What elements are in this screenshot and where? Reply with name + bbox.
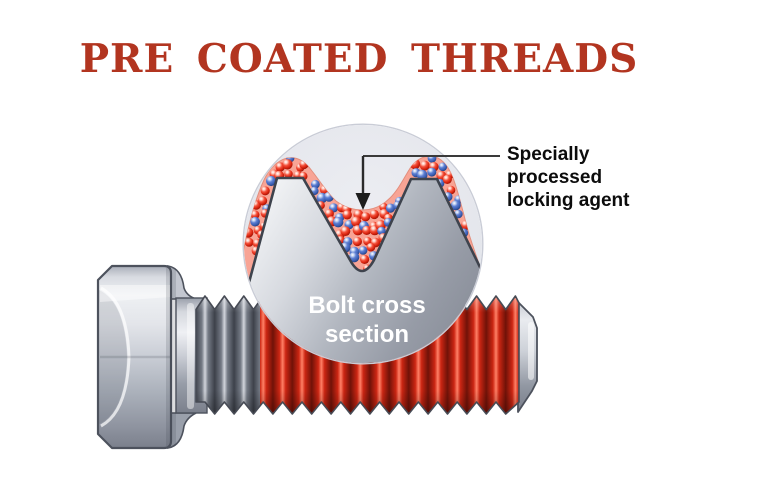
particle-red [360, 254, 370, 264]
bolt-head [96, 264, 176, 450]
bolt-shoulder [167, 265, 197, 449]
particle-blue [333, 217, 344, 228]
head-corner-facet [99, 290, 127, 424]
particle-red [442, 174, 452, 184]
particle-blue [427, 167, 437, 177]
particle-blue [250, 216, 260, 227]
particle-blue [385, 203, 396, 213]
particle-red [244, 237, 254, 247]
bolt-tip [517, 301, 538, 413]
particle-red [369, 209, 379, 220]
locking-agent-particles [244, 156, 471, 274]
head-facet-highlight [100, 286, 131, 428]
particle-red [257, 196, 268, 206]
particle-red [260, 186, 270, 196]
magnifier-circle [242, 123, 484, 365]
particle-red [250, 210, 260, 220]
tip-highlight [528, 322, 534, 380]
page-title: PRE COATED THREADS [79, 36, 639, 82]
particle-red [340, 226, 351, 237]
particle-red [361, 212, 371, 222]
lens-rim [242, 123, 484, 365]
bolt-cross-section-caption: Bolt cross section [247, 291, 487, 349]
caption-line: section [324, 321, 410, 348]
particle-red [352, 236, 362, 247]
particle-red [342, 210, 352, 220]
particle-blue [358, 246, 368, 255]
particle-red [284, 169, 293, 179]
neck-highlight [187, 303, 194, 409]
label-line: processed [507, 167, 603, 188]
particle-red [419, 160, 430, 171]
particle-blue [438, 162, 448, 172]
particle-red [366, 242, 376, 252]
particle-blue [311, 179, 320, 189]
particle-blue [450, 200, 461, 211]
head-neck-shadow [166, 268, 176, 446]
particle-blue [348, 252, 360, 263]
label-line: locking agent [507, 190, 630, 211]
particle-red [362, 225, 372, 235]
particle-blue [266, 175, 277, 187]
locking-agent-label: Specially processed locking agent [507, 143, 629, 212]
label-line: Specially [507, 144, 590, 165]
cross-section-metal [244, 178, 482, 363]
arrow-down-icon [355, 156, 371, 210]
cross-section-contour [245, 176, 482, 301]
particle-red [282, 159, 293, 170]
particle-red [351, 216, 362, 227]
caption-line: Bolt cross [308, 292, 426, 319]
particle-red [324, 209, 334, 219]
head-top-highlight [100, 285, 170, 302]
